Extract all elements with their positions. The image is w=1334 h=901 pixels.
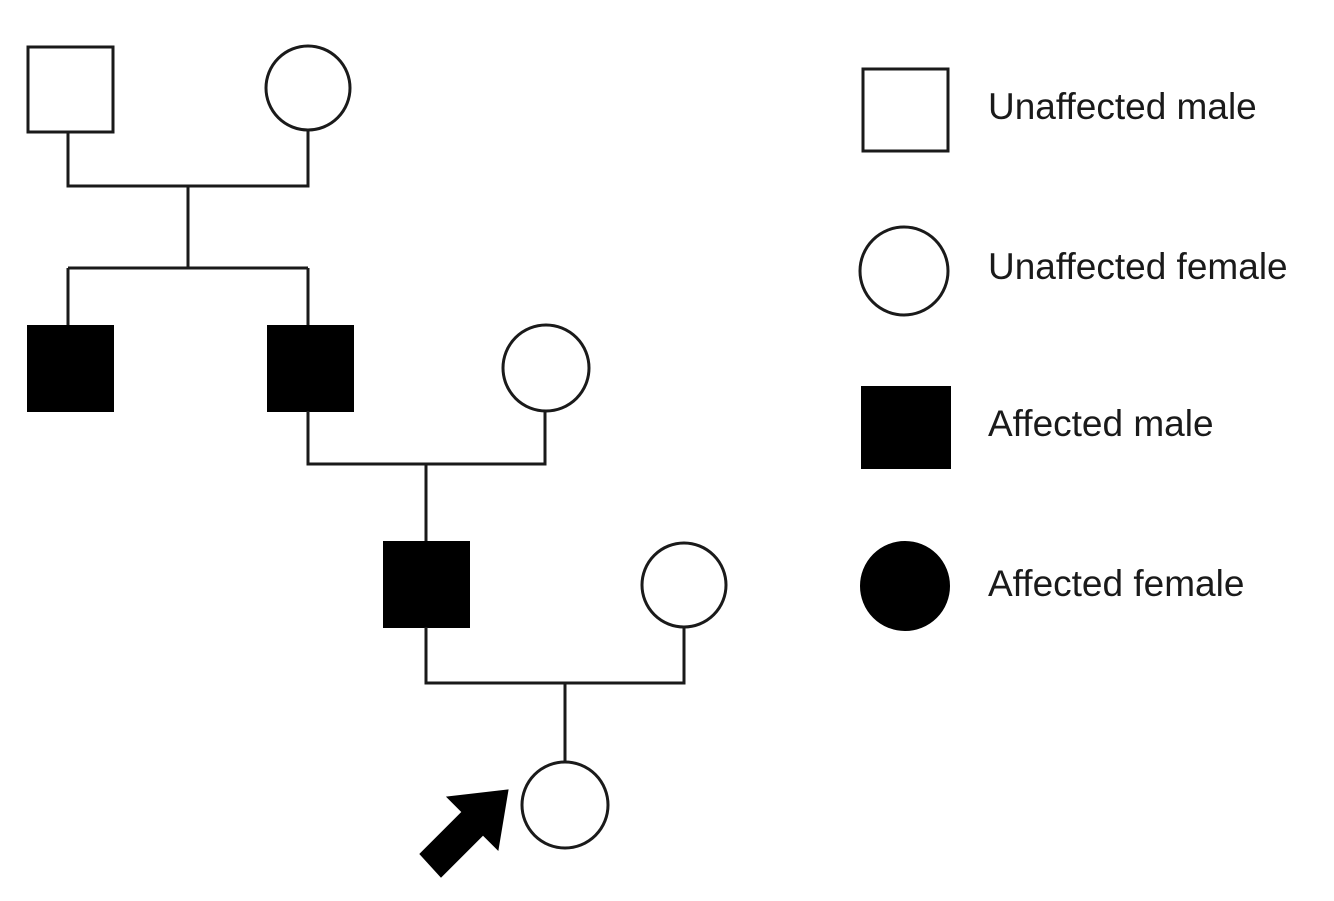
legend-item-affected-male: Affected male	[861, 386, 1214, 469]
individual-IV-1-proband-unaffected-female[interactable]	[520, 760, 610, 850]
legend-swatch-affected-female-circle	[860, 541, 950, 631]
individual-III-2-unaffected-female[interactable]	[640, 541, 728, 629]
individual-II-3-unaffected-female[interactable]	[501, 323, 591, 413]
legend-item-unaffected-female: Unaffected female	[858, 225, 1288, 317]
legend-swatch-unaffected-female-circle	[858, 225, 950, 317]
legend-swatch-affected-male-square	[861, 386, 951, 469]
legend-swatch-unaffected-male-square	[861, 67, 950, 153]
legend-label-unaffected-female: Unaffected female	[988, 246, 1288, 287]
individual-I-2-unaffected-female[interactable]	[264, 44, 352, 132]
mating-line-I1-I2	[66, 130, 310, 188]
legend-item-unaffected-male: Unaffected male	[861, 67, 1257, 153]
proband-arrow-icon	[419, 789, 509, 878]
legend-item-affected-female: Affected female	[860, 541, 1244, 631]
legend-label-unaffected-male: Unaffected male	[988, 86, 1257, 127]
individual-II-2-affected-male[interactable]	[267, 325, 354, 412]
individual-III-1-affected-male[interactable]	[383, 541, 470, 628]
individual-I-1-unaffected-male[interactable]	[26, 45, 115, 134]
legend-label-affected-female: Affected female	[988, 563, 1244, 604]
legend: Unaffected male Unaffected female Affect…	[858, 67, 1288, 631]
individual-II-1-affected-male[interactable]	[27, 325, 114, 412]
mating-line-III1-III2	[424, 627, 686, 685]
legend-label-affected-male: Affected male	[988, 403, 1214, 444]
mating-line-II2-II3	[306, 411, 547, 466]
